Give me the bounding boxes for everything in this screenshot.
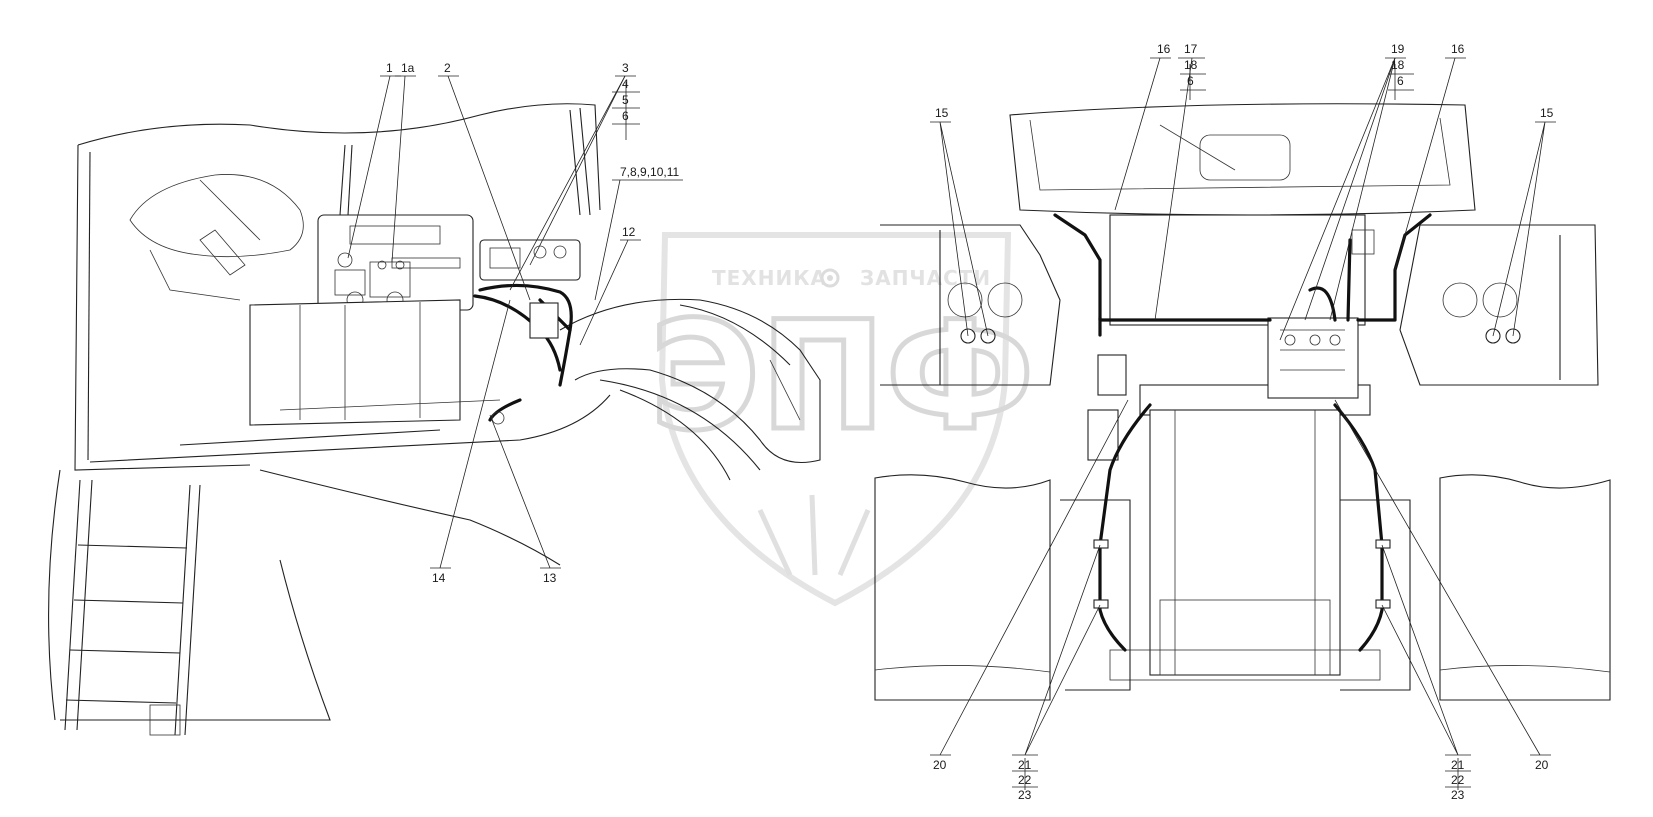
callout-1a: 1а [401, 61, 415, 75]
callout-15-right: 15 [1540, 106, 1554, 120]
left-view-cab [48, 103, 821, 736]
callout-22-right: 22 [1451, 773, 1465, 787]
right-callout-leaders [930, 57, 1556, 790]
callout-13: 13 [543, 571, 557, 585]
callout-14: 14 [432, 571, 446, 585]
watermark-brand-left: ТЕХНИКА [712, 266, 827, 290]
callout-23-right: 23 [1451, 788, 1465, 802]
callout-16-left: 16 [1157, 42, 1171, 56]
ladder [64, 479, 201, 736]
wheat-icon [757, 494, 871, 577]
callout-17: 17 [1184, 42, 1198, 56]
callout-6-right: 6 [1397, 74, 1404, 88]
left-callout-leaders [347, 75, 683, 569]
callout-16-right: 16 [1451, 42, 1465, 56]
watermark-logo-letters: ЭПФ [650, 290, 1034, 464]
callout-3: 3 [622, 61, 629, 75]
callout-20-right: 20 [1535, 758, 1549, 772]
callout-22-left: 22 [1018, 773, 1032, 787]
control-levers-icon [334, 252, 411, 309]
callout-2: 2 [444, 61, 451, 75]
rear-socket-pair-right [1442, 282, 1521, 344]
watermark-shield [658, 232, 1012, 607]
watermark-brand-right: ЗАПЧАСТИ [860, 266, 991, 290]
callout-6-left: 6 [1187, 74, 1194, 88]
callout-7-11: 7,8,9,10,11 [620, 165, 679, 179]
right-view-rear [874, 103, 1611, 701]
watermark: ТЕХНИКА ЗАПЧАСТИ ЭПФ [648, 232, 1037, 607]
callout-18-left: 18 [1184, 58, 1198, 72]
callout-19: 19 [1391, 42, 1405, 56]
callout-23-left: 23 [1018, 788, 1032, 802]
callout-21-left: 21 [1018, 758, 1032, 772]
callout-5: 5 [622, 93, 629, 107]
callout-21-right: 21 [1451, 758, 1465, 772]
callout-1: 1 [386, 61, 393, 75]
rear-socket-pair-left [947, 282, 1023, 344]
gear-icon [820, 268, 840, 288]
callout-15-left: 15 [935, 106, 949, 120]
callout-20-left: 20 [933, 758, 947, 772]
callout-6: 6 [622, 109, 629, 123]
callout-18-right: 18 [1391, 58, 1405, 72]
callout-4: 4 [622, 77, 629, 91]
callout-12: 12 [622, 225, 636, 239]
